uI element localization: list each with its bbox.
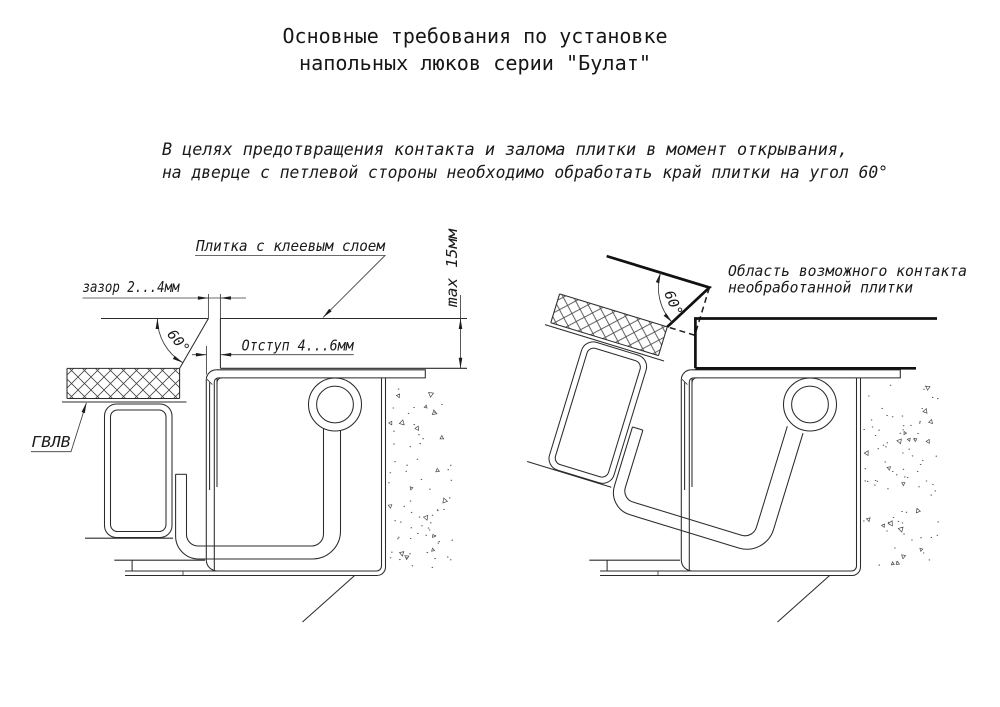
fixed-tile-emphasized-edge-top: [694, 317, 937, 369]
label-angle-left: 60°: [163, 327, 192, 357]
right-annotations: 60° Область возможного контакта необрабо…: [655, 263, 967, 323]
arrowhead-angle2-bottom: [663, 313, 673, 323]
label-max-thickness: max 15мм: [444, 228, 461, 308]
fixed-tile-outline: [219, 317, 467, 369]
arrowhead-angle-top: [155, 318, 160, 329]
right-concrete-texture: [863, 384, 939, 566]
label-gap: зазор 2...4мм: [83, 279, 181, 296]
left-view-closed-section: Плитка с клеевым слоем зазор 2...4мм Отс…: [31, 228, 467, 623]
arrowhead-offset-left: [220, 352, 232, 357]
left-fixed-tile: [219, 317, 467, 369]
right-frame-profile: [588, 369, 901, 623]
concrete-triangles: [387, 391, 449, 561]
arrowhead-tile-leader: [323, 308, 332, 318]
left-dimensions: Плитка с клеевым слоем зазор 2...4мм Отс…: [31, 228, 463, 453]
concrete-dots: [863, 384, 939, 566]
title-line-1: Основные требования по установке: [283, 24, 668, 48]
arrowhead-board-leader: [81, 402, 87, 414]
arrowhead-max-down: [458, 357, 463, 369]
left-frame-profile: [113, 369, 426, 623]
gap-extension-lines: [207, 294, 221, 319]
concrete-triangles: [863, 385, 933, 566]
arrowhead-gap-right: [197, 296, 209, 300]
right-fixed-tile: [694, 317, 937, 370]
label-board: ГВЛВ: [32, 434, 71, 451]
left-concrete-texture: [387, 388, 454, 568]
right-view-open-section: 60° Область возможного контакта необрабо…: [498, 244, 967, 623]
board-label-leader-line: [31, 402, 87, 453]
title-line-2: напольных люков серии "Булат": [299, 51, 651, 75]
arrowhead-angle2-top: [655, 272, 661, 284]
label-tile-with-glue: Плитка с клеевым слоем: [195, 238, 386, 255]
label-contact-area-2: необработанной плитки: [728, 280, 913, 297]
label-contact-area-1: Область возможного контакта: [728, 263, 967, 280]
note-line-2: на дверце с петлевой стороны необходимо …: [162, 163, 888, 182]
label-offset: Отступ 4...6мм: [242, 337, 355, 354]
arrowhead-max-up: [458, 318, 463, 329]
arrowhead-gap-left: [220, 296, 231, 300]
concrete-dots: [388, 388, 454, 568]
note-line-1: В целях предотвращения контакта и залома…: [162, 140, 848, 159]
arrowhead-offset-right: [195, 352, 207, 357]
right-door-tile-emphasis: [606, 254, 713, 337]
arrowhead-angle-bottom: [172, 355, 183, 363]
tile-label-leader-line: [195, 255, 387, 318]
